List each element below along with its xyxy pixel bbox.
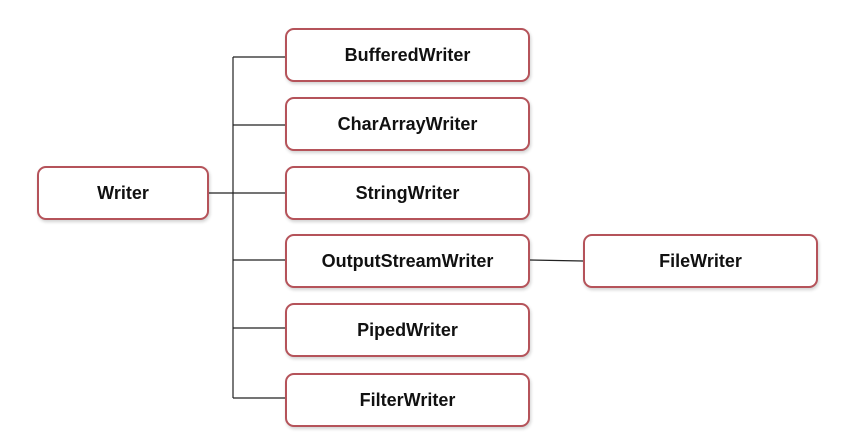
node-bufferedwriter-label: BufferedWriter: [344, 44, 471, 65]
node-filterwriter-label: FilterWriter: [359, 389, 456, 410]
node-pipedwriter: PipedWriter: [285, 303, 530, 357]
node-chararraywriter-label: CharArrayWriter: [337, 113, 478, 134]
node-stringwriter-label: StringWriter: [355, 182, 460, 203]
node-filterwriter: FilterWriter: [285, 373, 530, 427]
node-filewriter: FileWriter: [583, 234, 818, 288]
node-chararraywriter: CharArrayWriter: [285, 97, 530, 151]
node-writer: Writer: [37, 166, 209, 220]
node-filewriter-label: FileWriter: [659, 250, 742, 271]
connector-outputstreamwriter-to-filewriter: [529, 259, 584, 262]
node-pipedwriter-label: PipedWriter: [357, 319, 458, 340]
node-stringwriter: StringWriter: [285, 166, 530, 220]
node-bufferedwriter: BufferedWriter: [285, 28, 530, 82]
node-writer-label: Writer: [97, 182, 149, 203]
node-outputstreamwriter-label: OutputStreamWriter: [321, 250, 494, 271]
node-outputstreamwriter: OutputStreamWriter: [285, 234, 530, 288]
